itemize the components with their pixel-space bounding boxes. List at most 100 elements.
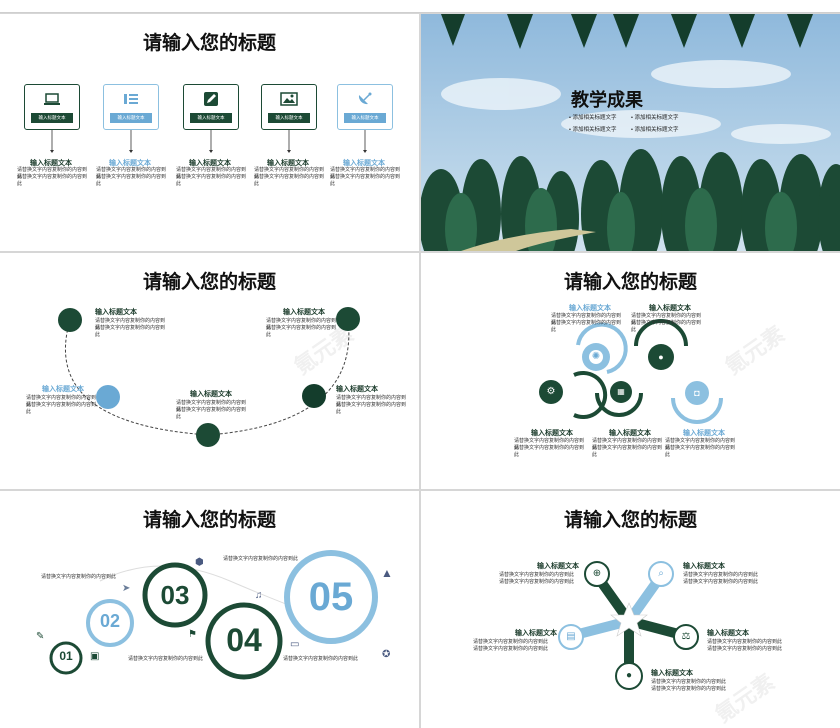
node-body-1: 请替换文字内容复制你的内容到此: [95, 318, 166, 331]
save-icon: ▣: [90, 651, 100, 662]
slide-thumbnail-3[interactable]: 请输入您的标题 氪元素 输入标题文本 请替换文字内容复制你的内容到此 请替换文字…: [0, 253, 419, 489]
node-body-3b: 请替换文字内容复制你的内容到此: [473, 646, 549, 652]
node-body-4b: 请替换文字内容复制你的内容到此: [707, 646, 783, 652]
bomb-icon: ●: [625, 670, 633, 681]
feature-box-4: 输入标题文本: [261, 84, 317, 130]
node-body-2: 请替换文字内容复制你的内容到此: [266, 318, 337, 331]
feature-body-5b: 请替换文字内容复制你的内容到此: [330, 174, 401, 187]
note-4: 请替换文字内容复制你的内容到此: [283, 656, 359, 662]
node-body-5b: 请替换文字内容复制你的内容到此: [665, 445, 736, 458]
node-heading-1: 输入标题文本: [537, 563, 579, 570]
slide-thumbnail-2[interactable]: 教学成果 • 添加相关标题文字 • 添加相关标题文字 • 添加相关标题文字 • …: [421, 14, 840, 251]
feature-tag: 输入标题文本: [268, 113, 310, 123]
feature-body-2: 请替换文字内容复制你的内容到此: [96, 167, 167, 180]
feature-heading-5: 输入标题文本: [343, 160, 385, 167]
slide-thumbnail-1[interactable]: 请输入您的标题 输入标题文本 输入标题文本 输入标题文本 输入标题文本 输入标题…: [0, 14, 419, 251]
search-icon: ⌕: [658, 568, 664, 579]
node-body-5: 请替换文字内容复制你的内容到此: [336, 395, 407, 408]
satellite-icon: [358, 92, 372, 105]
node-body-1: 请替换文字内容复制你的内容到此: [551, 313, 622, 326]
node-body-2: 请替换文字内容复制你的内容到此: [683, 572, 759, 578]
note-1: 请替换文字内容复制你的内容到此: [41, 574, 117, 580]
slide-title: 请输入您的标题: [142, 272, 276, 293]
tag-icon: ✎: [36, 631, 45, 642]
node-heading-4: 输入标题文本: [609, 430, 651, 437]
connector-lines: [50, 130, 367, 153]
toggle-icon: ▭: [290, 639, 300, 650]
box-icon: ⬢: [195, 557, 204, 568]
top-strip: [0, 0, 840, 13]
star-diagram: [558, 561, 699, 690]
slide-title: 教学成果: [571, 90, 643, 110]
slide-title: 请输入您的标题: [563, 272, 697, 293]
instagram-icon: ◘: [694, 388, 700, 398]
list-icon: [124, 94, 138, 104]
node-body-4: 请替换文字内容复制你的内容到此: [176, 400, 247, 413]
slide-title: 请输入您的标题: [142, 33, 276, 54]
bullet-4: • 添加相关标题文字: [631, 127, 679, 133]
scale-icon: ⚖: [681, 631, 691, 642]
node-body-2b: 请替换文字内容复制你的内容到此: [266, 325, 337, 338]
node-body-4b: 请替换文字内容复制你的内容到此: [592, 445, 663, 458]
forest-illustration: [421, 14, 840, 251]
apple-icon: ●: [658, 352, 664, 362]
feature-tag: 输入标题文本: [110, 113, 152, 123]
pencil-icon: [204, 92, 218, 106]
feature-body-5: 请替换文字内容复制你的内容到此: [330, 167, 401, 180]
bullet-3: • 添加相关标题文字: [569, 127, 617, 133]
gear-icon: ⚙: [546, 386, 556, 397]
node-body-3: 请替换文字内容复制你的内容到此: [514, 438, 585, 451]
feature-box-1: 输入标题文本: [24, 84, 80, 130]
slide-thumbnail-5[interactable]: 请输入您的标题 01 02 03 04 05 ✎ ▣ ➤ ⬢ ♫ ⚑ ▭ ▲ ✪…: [0, 491, 419, 728]
node-body-3: 请替换文字内容复制你的内容到此: [473, 639, 549, 645]
node-heading-4: 输入标题文本: [190, 391, 232, 398]
slide-title: 请输入您的标题: [563, 510, 697, 531]
ring-diagram: [539, 319, 723, 424]
feature-heading-2: 输入标题文本: [109, 160, 151, 167]
note-3: 请替换文字内容复制你的内容到此: [128, 656, 204, 662]
windows-icon: ▦: [617, 387, 625, 396]
node-body-4: 请替换文字内容复制你的内容到此: [707, 639, 783, 645]
node-body-4: 请替换文字内容复制你的内容到此: [592, 438, 663, 451]
slide-title: 请输入您的标题: [142, 510, 276, 531]
node-body-2b: 请替换文字内容复制你的内容到此: [631, 320, 702, 333]
bullet-1: • 添加相关标题文字: [569, 115, 617, 121]
node-body-1b: 请替换文字内容复制你的内容到此: [95, 325, 166, 338]
node-heading-2: 输入标题文本: [283, 309, 325, 316]
node-heading-3: 输入标题文本: [42, 386, 84, 393]
feature-body-4b: 请替换文字内容复制你的内容到此: [254, 174, 325, 187]
feature-tag: 输入标题文本: [31, 113, 73, 123]
feature-heading-1: 输入标题文本: [30, 160, 72, 167]
award-icon: ✪: [382, 649, 391, 660]
feature-tag: 输入标题文本: [190, 113, 232, 123]
node-body-5b: 请替换文字内容复制你的内容到此: [336, 402, 407, 415]
node-heading-5: 输入标题文本: [683, 430, 725, 437]
laptop-icon: [44, 93, 60, 105]
globe-icon: ⊕: [592, 568, 602, 579]
node-heading-4: 输入标题文本: [707, 630, 749, 637]
slide-thumbnail-4[interactable]: 请输入您的标题 氪元素 ⚙ ✺ ▦ ● ◘ 输入标题文本 请替换文字内容复制你的…: [421, 253, 840, 489]
numbered-circles: [49, 550, 378, 680]
slide-thumbnail-6[interactable]: 请输入您的标题 氪元素 ⊕ ⌕ ▤ ⚖ ● 输入标题文本 请替换文字内容复制你的…: [421, 491, 840, 728]
number-03: 03: [160, 580, 190, 610]
node-body-5b: 请替换文字内容复制你的内容到此: [651, 686, 727, 692]
feature-box-2: 输入标题文本: [103, 84, 159, 130]
node-heading-1: 输入标题文本: [569, 305, 611, 312]
feature-heading-4: 输入标题文本: [267, 160, 309, 167]
feature-tag: 输入标题文本: [344, 113, 386, 123]
feature-box-3: 输入标题文本: [183, 84, 239, 130]
feature-body-1b: 请替换文字内容复制你的内容到此: [17, 174, 88, 187]
node-body-1: 请替换文字内容复制你的内容到此: [499, 572, 575, 578]
node-body-1b: 请替换文字内容复制你的内容到此: [499, 579, 575, 585]
node-heading-5: 输入标题文本: [651, 670, 693, 677]
headphones-icon: ♫: [255, 590, 263, 601]
feature-box-5: 输入标题文本: [337, 84, 393, 130]
document-icon: ▤: [566, 631, 576, 642]
node-heading-2: 输入标题文本: [649, 305, 691, 312]
feature-body-2b: 请替换文字内容复制你的内容到此: [96, 174, 167, 187]
node-body-3b: 请替换文字内容复制你的内容到此: [26, 402, 97, 415]
node-body-3: 请替换文字内容复制你的内容到此: [26, 395, 97, 408]
number-04: 04: [226, 622, 262, 658]
node-body-2: 请替换文字内容复制你的内容到此: [631, 313, 702, 326]
node-body-5: 请替换文字内容复制你的内容到此: [651, 679, 727, 685]
